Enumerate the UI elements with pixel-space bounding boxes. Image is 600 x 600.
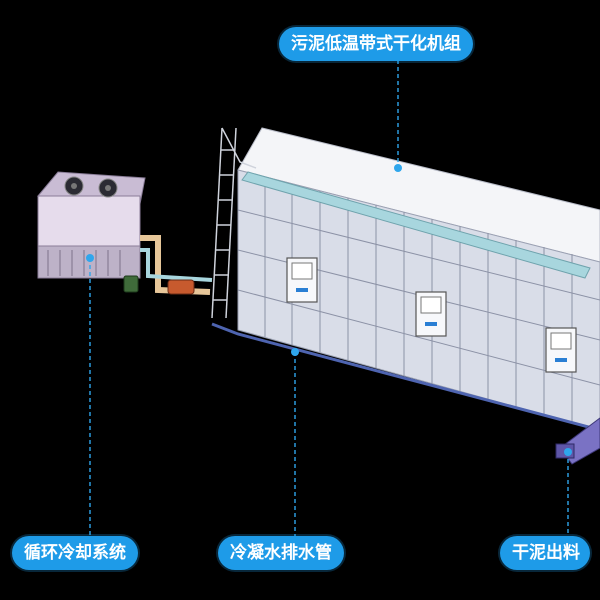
leader-dot-outlet (564, 448, 572, 456)
cooling-fan-icon (64, 176, 84, 196)
leader-dot-dryer (394, 164, 402, 172)
leader-dot-condensate (291, 348, 299, 356)
condensate-drain-pipe (211, 322, 600, 432)
control-cabinet-icon (415, 291, 447, 337)
label-condensate-pipe: 冷凝水排水管 (218, 536, 344, 570)
top-rail-pipe (241, 171, 591, 279)
leader-dot-cooling (86, 254, 94, 262)
label-dry-sludge-outlet: 干泥出料 (500, 536, 590, 570)
label-dryer-unit: 污泥低温带式干化机组 (279, 27, 473, 61)
cooling-tower (36, 171, 146, 279)
cooling-fan-icon (98, 178, 118, 198)
cooling-return-pipe (140, 248, 213, 282)
pump-icon (123, 275, 195, 295)
control-cabinet-icon (545, 327, 577, 373)
label-cooling-system: 循环冷却系统 (12, 536, 138, 570)
control-cabinet-icon (286, 257, 318, 303)
ladder-icon (211, 127, 257, 319)
